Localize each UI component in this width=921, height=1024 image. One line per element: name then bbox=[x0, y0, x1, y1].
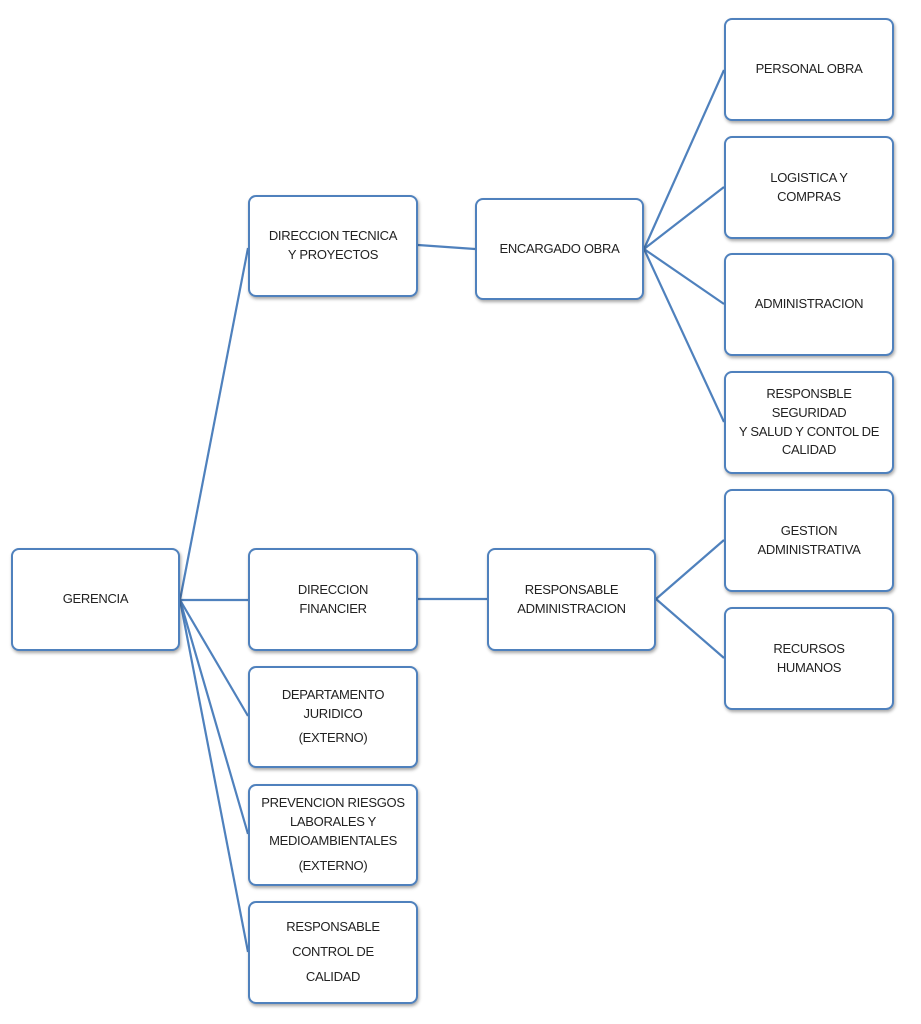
node-label-line: LABORALES Y bbox=[289, 814, 377, 830]
node-recursos-humanos: RECURSOS HUMANOS bbox=[724, 607, 894, 710]
node-label-line: COMPRAS bbox=[777, 188, 841, 204]
node-label-line: Y SALUD Y CONTOL DE bbox=[738, 423, 880, 439]
node-label-line: CONTROL DE bbox=[292, 944, 374, 960]
node-label-line: GERENCIA bbox=[62, 591, 129, 607]
node-label-line: RESPONSBLE SEGURIDAD bbox=[766, 385, 852, 420]
node-responsable-seguridad: RESPONSBLE SEGURIDAD Y SALUD Y CONTOL DE C… bbox=[724, 371, 894, 474]
node-label-line: DIRECCION bbox=[297, 581, 369, 597]
node-label-line: RESPONSABLE bbox=[286, 919, 380, 935]
node-direccion-financier: DIRECCION FINANCIER bbox=[248, 548, 418, 651]
connector-encargado-obra-logistica bbox=[643, 186, 725, 250]
node-label-line: ADMINISTRACION bbox=[517, 600, 626, 616]
node-administracion: ADMINISTRACION bbox=[724, 253, 894, 356]
connector-encargado-obra-administracion bbox=[643, 248, 725, 305]
node-label-line: MEDIOAMBIENTALES bbox=[269, 833, 397, 848]
node-label-line: LOGISTICA Y bbox=[770, 169, 848, 185]
node-label-line: DEPARTAMENTO bbox=[281, 686, 385, 702]
connector-responsable-administracion-gestion bbox=[655, 539, 725, 600]
node-responsable-control-calidad: RESPONSABLE CONTROL DE CALIDAD bbox=[248, 901, 418, 1004]
node-label-line: ADMINISTRACION bbox=[754, 296, 864, 312]
node-label-line: GESTION bbox=[780, 522, 838, 538]
connector-gerencia-direccion-tecnica bbox=[178, 247, 250, 601]
node-label-line: HUMANOS bbox=[776, 659, 842, 675]
connector-encargado-obra-personal-obra bbox=[642, 69, 726, 250]
node-label-line: CALIDAD bbox=[305, 968, 361, 984]
node-responsable-administracion: RESPONSABLE ADMINISTRACION bbox=[487, 548, 656, 651]
node-label-line: PERSONAL OBRA bbox=[755, 61, 863, 77]
node-label-line: (EXTERNO) bbox=[298, 730, 368, 746]
connector-gerencia-prevencion-riesgos bbox=[178, 599, 250, 835]
node-logistica-compras: LOGISTICA Y COMPRAS bbox=[724, 136, 894, 239]
connector-gerencia-departamento-juridico bbox=[179, 599, 249, 717]
node-label-line: PREVENCION RIESGOS bbox=[261, 795, 405, 811]
connector-responsable-administracion-recursos-humanos bbox=[655, 598, 725, 659]
node-departamento-juridico: DEPARTAMENTO JURIDICO (EXTERNO) bbox=[248, 666, 418, 768]
node-label-line: ADMINISTRATIVA bbox=[757, 541, 861, 557]
node-encargado-obra: ENCARGADO OBRA bbox=[475, 198, 644, 300]
node-label-line: RESPONSABLE bbox=[524, 581, 619, 597]
connector-gerencia-responsable-control-calidad bbox=[178, 599, 250, 953]
node-label-line: CALIDAD bbox=[781, 442, 837, 458]
node-prevencion-riesgos: PREVENCION RIESGOS LABORALES Y MEDIOAMBIEN… bbox=[248, 784, 418, 886]
node-label-line: ENCARGADO OBRA bbox=[499, 240, 620, 256]
node-label-line: RECURSOS bbox=[773, 640, 845, 656]
node-label-line: (EXTERNO) bbox=[298, 857, 368, 873]
connector-direccion-tecnica-encargado-obra bbox=[417, 243, 476, 251]
node-label-line: JURIDICO bbox=[303, 705, 363, 721]
node-gerencia: GERENCIA bbox=[11, 548, 180, 651]
connector-encargado-obra-responsable-seguridad bbox=[643, 248, 725, 423]
node-gestion-administrativa: GESTION ADMINISTRATIVA bbox=[724, 489, 894, 592]
node-personal-obra: PERSONAL OBRA bbox=[724, 18, 894, 121]
node-label-line: Y PROYECTOS bbox=[287, 247, 379, 262]
node-label-line: FINANCIER bbox=[299, 600, 367, 616]
node-direccion-tecnica: DIRECCION TECNICA Y PROYECTOS bbox=[248, 195, 418, 297]
node-label-line: DIRECCION TECNICA bbox=[268, 228, 398, 244]
